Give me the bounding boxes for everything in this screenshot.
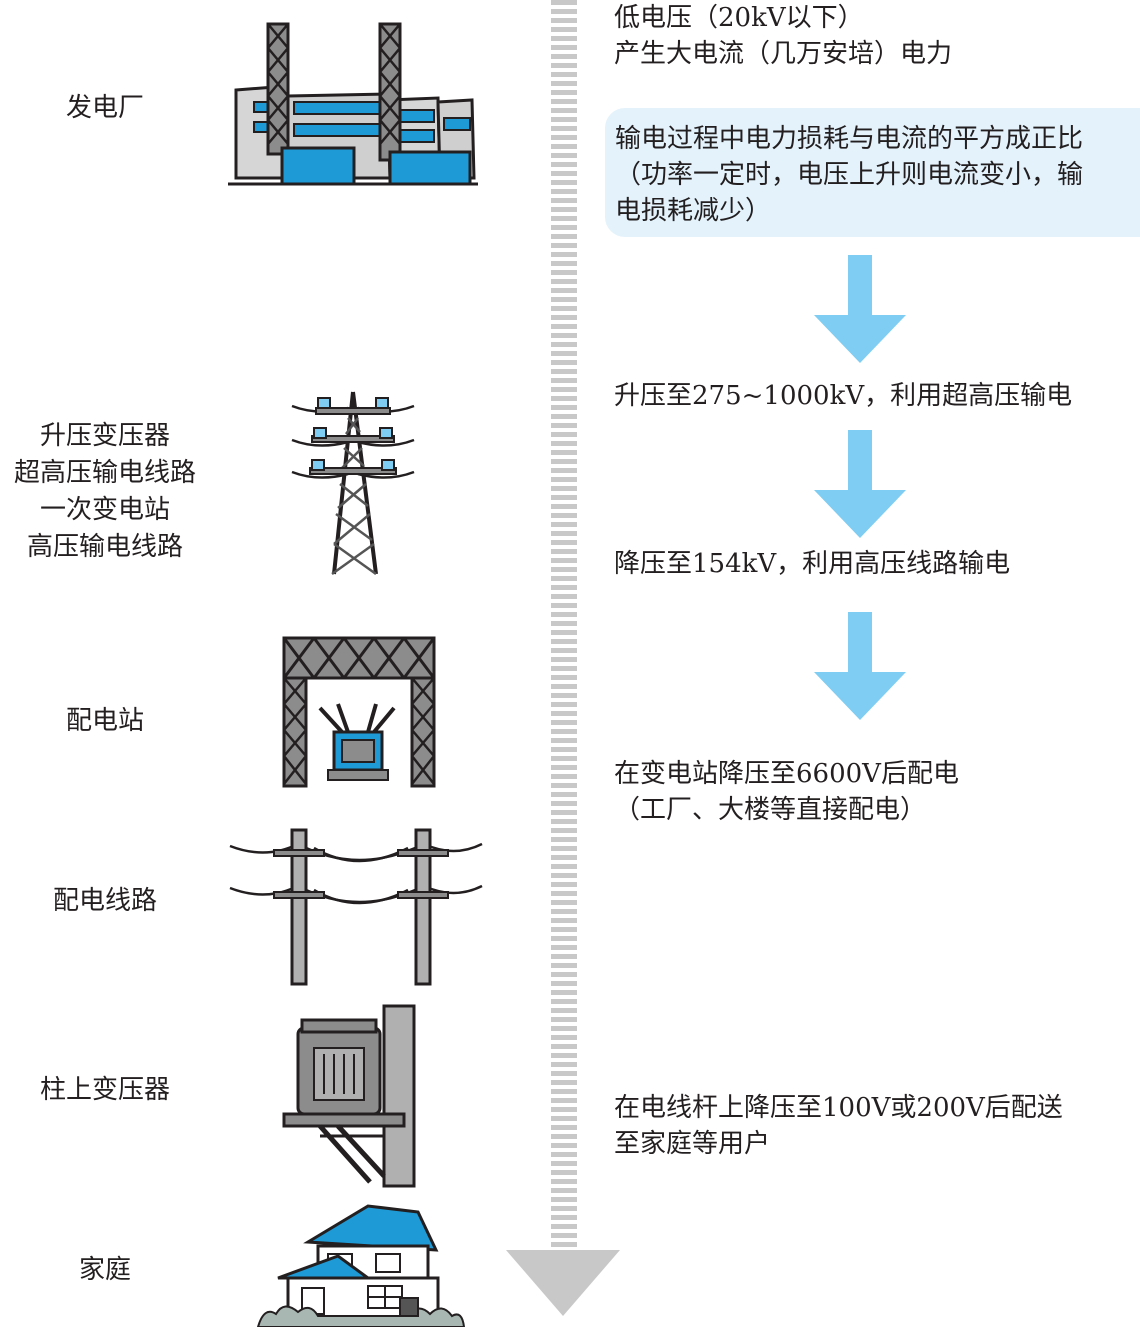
pole-transformer-description-line: 至家庭等用户 bbox=[614, 1129, 771, 1159]
callout-line: （功率一定时，电压上升则电流变小，输 bbox=[615, 160, 1084, 190]
plant-label: 发电厂 bbox=[65, 93, 144, 123]
house-icon bbox=[256, 1204, 466, 1327]
distribution-line-label: 配电线路 bbox=[52, 886, 157, 916]
substation-description-line: 在变电站降压至6600V后配电 bbox=[614, 759, 959, 789]
loss-callout: 输电过程中电力损耗与电流的平方成正比 （功率一定时，电压上升则电流变小，输 电损… bbox=[605, 108, 1140, 237]
step-up-label-line: 高压输电线路 bbox=[26, 532, 183, 562]
substation-label: 配电站 bbox=[65, 706, 144, 736]
down-arrow-icon bbox=[814, 255, 906, 363]
callout-line: 输电过程中电力损耗与电流的平方成正比 bbox=[615, 124, 1084, 154]
timeline-arrowhead bbox=[506, 1250, 620, 1316]
step-up-label-line: 超高压输电线路 bbox=[13, 458, 196, 488]
substation-icon bbox=[282, 636, 436, 788]
plant-description-line: 产生大电流（几万安培）电力 bbox=[614, 39, 953, 69]
step-up-label: 升压变压器 超高压输电线路 一次变电站 高压输电线路 bbox=[0, 418, 210, 566]
high-voltage-description: 降压至154kV，利用高压线路输电 bbox=[614, 549, 1011, 579]
pole-transformer-description: 在电线杆上降压至100V或200V后配送 至家庭等用户 bbox=[614, 1090, 1063, 1162]
plant-description-line: 低电压（20kV以下） bbox=[614, 3, 864, 33]
step-up-description: 升压至275~1000kV，利用超高压输电 bbox=[614, 381, 1073, 411]
pole-transformer-icon bbox=[282, 1004, 416, 1188]
power-plant-icon bbox=[228, 22, 478, 186]
home-label: 家庭 bbox=[78, 1255, 131, 1285]
timeline-arrow bbox=[506, 0, 620, 1316]
distribution-line-icon bbox=[229, 828, 483, 986]
pole-transformer-label: 柱上变压器 bbox=[39, 1075, 170, 1105]
substation-description: 在变电站降压至6600V后配电 （工厂、大楼等直接配电） bbox=[614, 756, 959, 828]
callout-line: 电损耗减少） bbox=[615, 196, 772, 226]
down-arrow-icon bbox=[814, 612, 906, 720]
transmission-tower-icon bbox=[291, 391, 415, 576]
substation-description-line: （工厂、大楼等直接配电） bbox=[614, 795, 927, 825]
step-up-label-line: 升压变压器 bbox=[39, 421, 170, 451]
plant-description: 低电压（20kV以下） 产生大电流（几万安培）电力 bbox=[614, 0, 952, 72]
pole-transformer-description-line: 在电线杆上降压至100V或200V后配送 bbox=[614, 1093, 1063, 1123]
step-up-label-line: 一次变电站 bbox=[39, 495, 170, 525]
down-arrow-icon bbox=[814, 430, 906, 538]
